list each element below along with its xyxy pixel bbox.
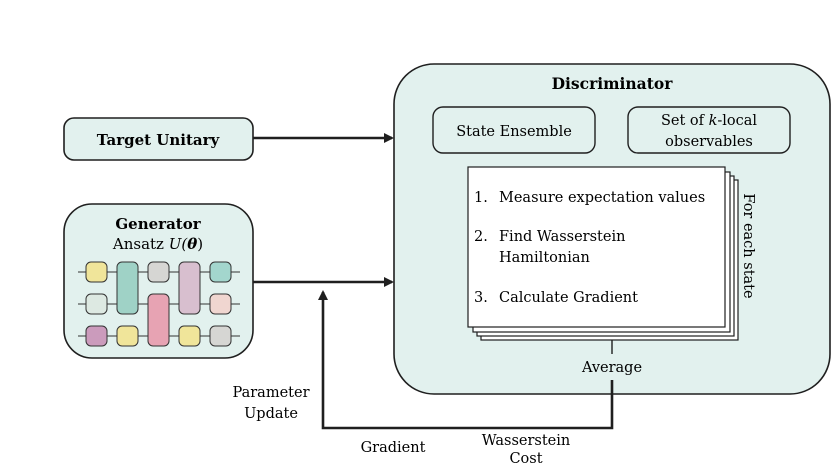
gate-yellow-3 <box>178 325 201 347</box>
for-each-state-label: For each state <box>740 193 756 298</box>
target-unitary-label: Target Unitary <box>97 131 221 149</box>
observables-prefix: Set of <box>661 113 709 129</box>
gate-mauve-tall <box>178 261 201 315</box>
discriminator-title: Discriminator <box>552 74 674 93</box>
observables-label: Set of k-local <box>661 113 757 129</box>
gate-peach <box>209 293 232 315</box>
gate-green-tall <box>116 261 139 315</box>
observables-suffix: -local <box>717 113 757 129</box>
state-ensemble-label: State Ensemble <box>456 124 572 140</box>
ansatz-close: ) <box>197 235 203 253</box>
feedback-loop-path <box>318 290 614 430</box>
generator-title: Generator <box>115 215 201 233</box>
parameter-update-line2: Update <box>244 406 298 422</box>
step-2-num: 2. <box>474 229 488 245</box>
step-2-text-line2: Hamiltonian <box>499 250 590 266</box>
gate-purple <box>85 325 108 347</box>
gate-gray <box>147 261 170 283</box>
observables-box <box>627 106 791 154</box>
steps-card <box>467 166 726 328</box>
state-ensemble-box <box>432 106 596 154</box>
step-3-text: Calculate Gradient <box>499 290 638 306</box>
observables-label-line2: observables <box>665 134 753 150</box>
gate-teal <box>209 261 232 283</box>
gate-white-green <box>85 293 108 315</box>
wasserstein-cost-line2: Cost <box>509 451 542 465</box>
step-1-text: Measure expectation values <box>499 190 705 206</box>
gate-pink-tall <box>147 293 170 347</box>
ansatz-symbol: U( <box>169 235 189 253</box>
step-1-num: 1. <box>474 190 488 206</box>
wasserstein-cost-line1: Wasserstein <box>482 433 571 449</box>
parameter-update-line1: Parameter <box>233 385 310 401</box>
average-label: Average <box>581 360 642 376</box>
ansatz-label: Ansatz U(θ) <box>112 235 203 253</box>
ansatz-prefix: Ansatz <box>112 235 169 253</box>
step-2-text-line1: Find Wasserstein <box>499 229 625 245</box>
gate-yellow <box>85 261 108 283</box>
observables-k: k <box>709 113 718 129</box>
gate-gray-2 <box>209 325 232 347</box>
gradient-label: Gradient <box>361 440 426 456</box>
gate-yellow-2 <box>116 325 139 347</box>
step-3-num: 3. <box>474 290 488 306</box>
ansatz-theta: θ <box>187 235 197 253</box>
